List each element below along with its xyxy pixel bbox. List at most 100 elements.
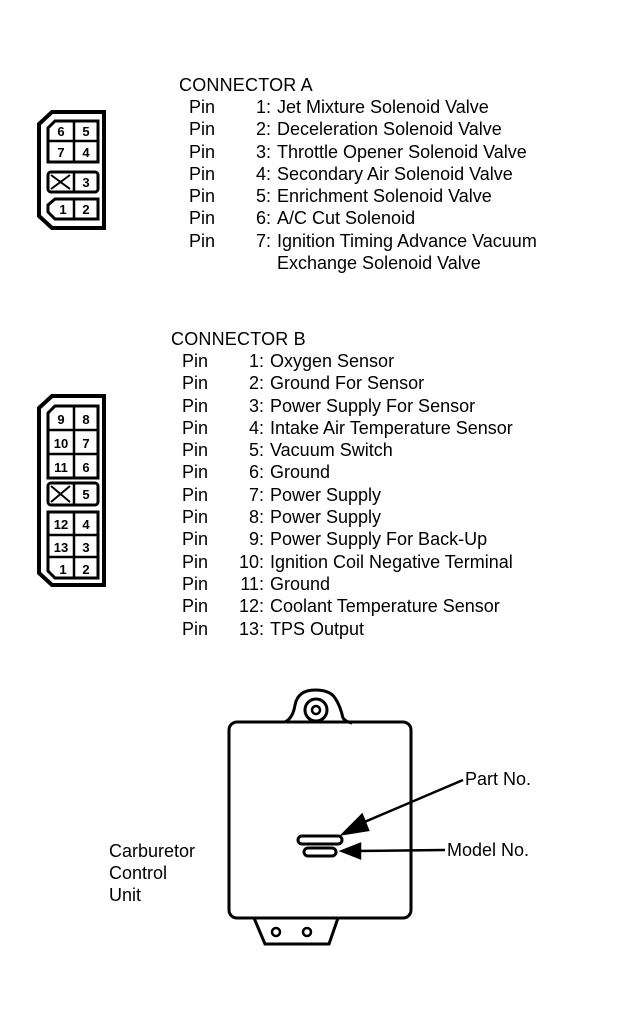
pin-number: 12:: [238, 596, 264, 617]
pin-word: Pin: [182, 507, 209, 528]
control-unit-name-line-3: Unit: [109, 885, 142, 905]
pin-number: 4:: [248, 417, 264, 438]
pin-number: 13:: [238, 618, 264, 639]
pin-description: Vacuum Switch: [270, 440, 393, 461]
pin-row: Pin 5: Vacuum Switch: [182, 439, 513, 461]
pin-description: Power Supply For Sensor: [270, 395, 476, 416]
model-no-label: Model No.: [447, 840, 530, 860]
pin-description: Power Supply: [270, 484, 382, 505]
pin-number: 11:: [240, 573, 264, 594]
control-unit-name-line-1: Carburetor: [109, 841, 196, 861]
pin-word: Pin: [189, 141, 216, 162]
pin-number: 5:: [255, 186, 271, 207]
pin-row: Pin 6: Ground: [182, 461, 513, 483]
connector-a-cell-4: 4: [82, 145, 90, 160]
control-unit-drawing: [227, 688, 413, 946]
pin-description: Jet Mixture Solenoid Valve: [277, 97, 489, 117]
pin-number: 1:: [255, 97, 271, 117]
pin-word: Pin: [182, 618, 209, 639]
pin-description: A/C Cut Solenoid: [277, 208, 416, 229]
pin-word: Pin: [189, 97, 216, 117]
pin-description: Power Supply For Back-Up: [270, 529, 488, 550]
connector-a-cell-6: 6: [57, 124, 64, 139]
pin-description: Deceleration Solenoid Valve: [277, 119, 502, 140]
pin-description: Enrichment Solenoid Valve: [277, 186, 492, 207]
pin-number: 5:: [248, 440, 264, 461]
pin-number: 7:: [255, 230, 271, 251]
pin-description: Coolant Temperature Sensor: [270, 596, 500, 617]
pin-number: 8:: [248, 507, 264, 528]
pin-row: Pin 9: Power Supply For Back-Up: [182, 528, 513, 550]
pin-row: Pin 1: Oxygen Sensor: [182, 350, 513, 372]
pin-word: Pin: [182, 351, 209, 371]
pin-number: 7:: [248, 484, 264, 505]
connector-b-cell-2: 2: [82, 562, 89, 577]
connector-a-cell-1: 1: [59, 202, 66, 217]
pin-row: Pin 3: Throttle Opener Solenoid Valve: [189, 141, 537, 163]
pin-number: 6:: [255, 208, 271, 229]
pin-word: Pin: [189, 186, 216, 207]
control-unit-name: Carburetor Control Unit: [109, 840, 195, 906]
connector-b-title: CONNECTOR B: [171, 329, 306, 349]
pin-word: Pin: [182, 462, 209, 483]
pin-word: Pin: [189, 163, 216, 184]
connector-b-cell-1: 1: [59, 562, 66, 577]
model-no-arrowhead: [338, 842, 362, 860]
pin-word: Pin: [182, 484, 209, 505]
pin-row: Pin 1: Jet Mixture Solenoid Valve: [189, 96, 537, 118]
pin-description: Ground: [270, 462, 331, 483]
pin-number: 3:: [248, 395, 264, 416]
pin-description: Throttle Opener Solenoid Valve: [277, 141, 527, 162]
pin-number: 10:: [238, 551, 264, 572]
pin-number: 1:: [248, 351, 264, 371]
pin-number: 3:: [255, 141, 271, 162]
pin-description: Secondary Air Solenoid Valve: [277, 163, 513, 184]
pin-description-continuation: Exchange Solenoid Valve: [277, 253, 481, 274]
pin-row: Pin 4: Secondary Air Solenoid Valve: [189, 163, 537, 185]
pin-row: Pin 7: Power Supply: [182, 484, 513, 506]
pin-number: 4:: [255, 163, 271, 184]
pin-row: Pin 5: Enrichment Solenoid Valve: [189, 185, 537, 207]
leader-lines: [338, 778, 464, 860]
pin-description: Oxygen Sensor: [270, 351, 395, 371]
pin-description: Ignition Coil Negative Terminal: [270, 551, 513, 572]
pin-word: Pin: [182, 529, 209, 550]
pin-description: Intake Air Temperature Sensor: [270, 417, 513, 438]
connector-a-section: CONNECTOR A Pin 1: Jet Mixture Solenoid Va…: [179, 74, 537, 274]
pin-word: Pin: [182, 395, 209, 416]
connector-a-title: CONNECTOR A: [179, 75, 313, 95]
pin-number: 2:: [248, 373, 264, 394]
pin-row: Pin 2: Deceleration Solenoid Valve: [189, 118, 537, 140]
connector-b-cell-3: 3: [82, 540, 89, 555]
connector-b-cell-8: 8: [82, 412, 89, 427]
connector-a-cell-7: 7: [57, 145, 64, 160]
connector-a-cell-3: 3: [82, 175, 89, 190]
pin-row: Pin 4: Intake Air Temperature Sensor: [182, 417, 513, 439]
pin-row: Pin 11: Ground: [182, 573, 513, 595]
pin-row: Pin 3: Power Supply For Sensor: [182, 395, 513, 417]
pin-description: Ground: [270, 573, 331, 594]
pin-word: Pin: [182, 440, 209, 461]
pin-number: 2:: [255, 119, 271, 140]
connector-b-cell-10: 10: [54, 436, 68, 451]
pin-word: Pin: [182, 417, 209, 438]
pin-word: Pin: [182, 573, 209, 594]
pin-word: Pin: [189, 119, 216, 140]
pin-number: 6:: [248, 462, 264, 483]
connector-b-cell-6: 6: [82, 460, 89, 475]
connector-b-cell-13: 13: [54, 540, 68, 555]
connector-b-cell-11: 11: [54, 460, 68, 475]
pin-description: TPS Output: [270, 618, 365, 639]
pin-number: 9:: [248, 529, 264, 550]
pin-row: Pin 13: TPS Output: [182, 618, 513, 640]
part-no-label: Part No.: [465, 769, 532, 789]
